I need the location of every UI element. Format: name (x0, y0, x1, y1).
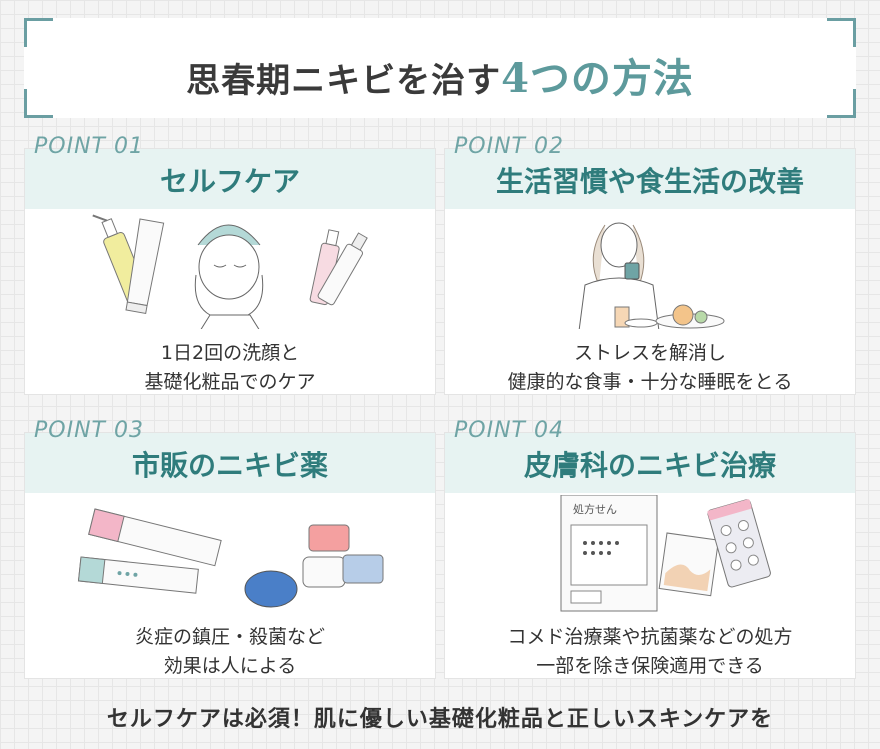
card-dermatology: 皮膚科のニキビ治療 処方せん コ (444, 418, 856, 679)
card-self-care: セルフケア (24, 134, 436, 395)
card-heading: 生活習慣や食生活の改善 (495, 165, 804, 198)
desc-line: 基礎化粧品でのケア (144, 371, 316, 393)
card-description: 炎症の鎮圧・殺菌など 効果は人による (25, 623, 435, 681)
desc-line: ストレスを解消し (573, 342, 726, 364)
medicine-illustration (77, 508, 384, 608)
desc-line: コメド治療薬や抗菌薬などの処方 (507, 626, 793, 648)
card-panel: 市販のニキビ薬 炎症の鎮圧・殺菌など 効果は人による (24, 432, 436, 679)
desc-line: 1日2回の洗顔と (160, 342, 300, 364)
point-label: POINT 02 (454, 134, 564, 159)
corner-bracket (827, 89, 856, 118)
card-otc-medicine: 市販のニキビ薬 炎症の鎮圧・殺菌など 効果は人による POINT 03 (24, 418, 436, 679)
corner-bracket (827, 18, 856, 47)
footer-caption: セルフケアは必須！肌に優しい基礎化粧品と正しいスキンケアを (106, 707, 774, 732)
title-banner: 思春期ニキビを治す4つの方法 (24, 18, 856, 118)
prescription-illustration: 処方せん (560, 495, 771, 612)
card-header: 市販のニキビ薬 (25, 433, 435, 493)
card-heading: 市販のニキビ薬 (131, 449, 328, 482)
card-header: 生活習慣や食生活の改善 (445, 149, 855, 209)
desc-line: 炎症の鎮圧・殺菌など (134, 626, 325, 648)
desc-line: 一部を除き保険適用できる (536, 655, 764, 677)
desc-line: 効果は人による (163, 655, 297, 677)
title-accent: 4つの方法 (501, 55, 694, 102)
card-heading: セルフケア (159, 165, 300, 198)
point-label: POINT 03 (34, 418, 144, 443)
prescription-sheet: 処方せん (560, 495, 658, 612)
point-label: POINT 04 (454, 418, 564, 443)
skincare-illustration (92, 214, 368, 329)
card-description: ストレスを解消し 健康的な食事・十分な睡眠をとる (445, 339, 855, 397)
card-lifestyle: 生活習慣や食生活の改善 ストレスを解消し 健康的な食事・十分な睡眠をとる POI… (444, 134, 856, 395)
card-panel: 生活習慣や食生活の改善 ストレスを解消し 健康的な食事・十分な睡眠をとる (444, 148, 856, 395)
card-panel: セルフケア (24, 148, 436, 395)
card-header: 皮膚科のニキビ治療 (445, 433, 855, 493)
card-panel: 皮膚科のニキビ治療 処方せん コ (444, 432, 856, 679)
card-header: セルフケア (25, 149, 435, 209)
title-main: 思春期ニキビを治す (186, 61, 502, 101)
page-title: 思春期ニキビを治す4つの方法 (24, 46, 856, 104)
meal-illustration (578, 222, 725, 329)
woman-drinking (578, 222, 660, 329)
card-description: 1日2回の洗顔と 基礎化粧品でのケア (25, 339, 435, 397)
desc-line: 健康的な食事・十分な睡眠をとる (507, 371, 793, 393)
card-heading: 皮膚科のニキビ治療 (523, 449, 776, 482)
point-label: POINT 01 (34, 134, 144, 159)
corner-bracket (24, 18, 53, 47)
card-description: コメド治療薬や抗菌薬などの処方 一部を除き保険適用できる (445, 623, 855, 681)
woman-washing-face (194, 224, 264, 329)
corner-bracket (24, 89, 53, 118)
prescription-label: 処方せん (573, 502, 617, 516)
